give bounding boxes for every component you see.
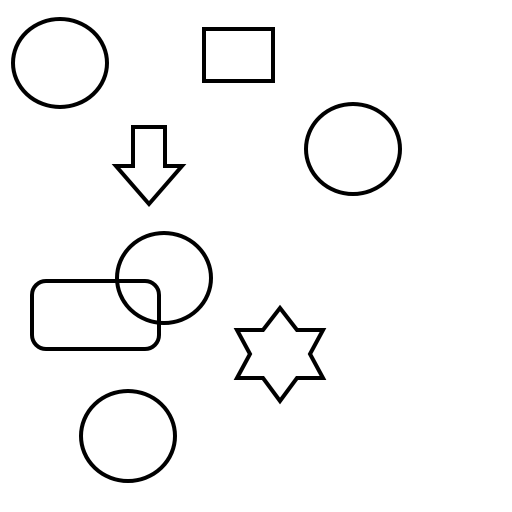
circle-top-left [11, 17, 109, 109]
six-point-star [233, 304, 327, 405]
circle-bottom [79, 389, 177, 483]
rounded-rectangle [30, 279, 161, 351]
circle-middle [115, 231, 213, 325]
rectangle-top [202, 27, 275, 83]
down-arrow [111, 125, 187, 208]
circle-right [304, 102, 402, 196]
